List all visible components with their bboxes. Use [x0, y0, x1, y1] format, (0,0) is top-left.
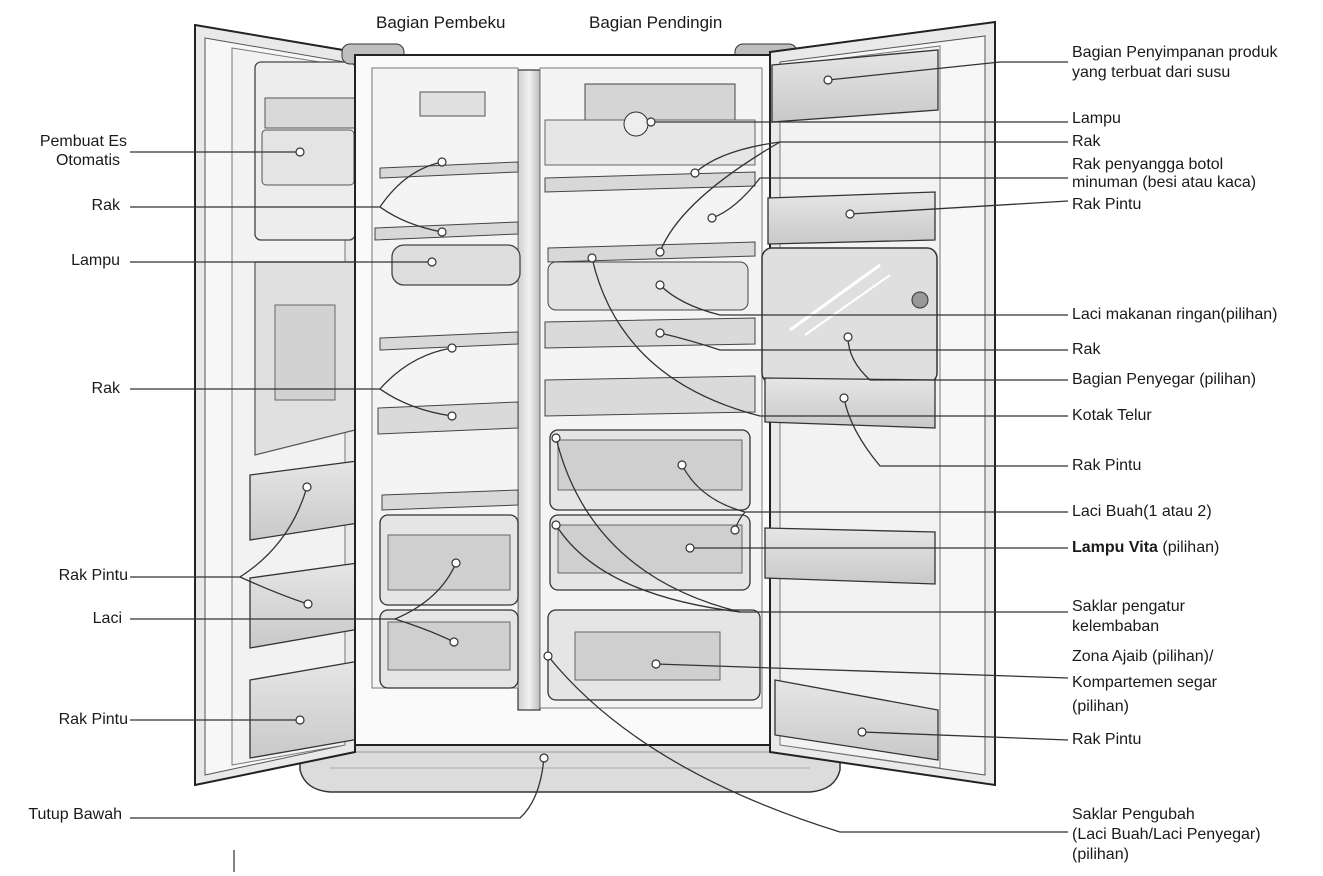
label-switch-1: Saklar Pengubah: [1072, 806, 1195, 824]
freezer-door: [195, 25, 365, 785]
label-vita-lamp-bold: Lampu Vita: [1072, 539, 1158, 556]
label-lamp-left: Lampu: [71, 252, 120, 270]
freezer-section-label: Bagian Pembeku: [376, 14, 505, 32]
label-shelf-right-2: Rak: [1072, 341, 1100, 359]
label-fresh-zone: Bagian Penyegar (pilihan): [1072, 371, 1256, 389]
label-lamp-right: Lampu: [1072, 110, 1121, 128]
label-bottle-1: Rak penyangga botol: [1072, 156, 1223, 174]
cabinet: [342, 44, 797, 745]
label-magic-zone-2: Kompartemen segar: [1072, 674, 1217, 692]
bottom-cover: [300, 740, 840, 792]
fridge-door: [762, 22, 995, 785]
label-ice-maker-2: Otomatis: [56, 152, 120, 170]
label-vita-lamp-option: (pilihan): [1158, 539, 1219, 556]
label-magic-zone-1: Zona Ajaib (pilihan)/: [1072, 648, 1213, 666]
label-dairy-2: yang terbuat dari susu: [1072, 64, 1230, 82]
label-egg-box: Kotak Telur: [1072, 407, 1152, 425]
label-vita-lamp: Lampu Vita (pilihan): [1072, 539, 1219, 557]
label-door-bin-right-1: Rak Pintu: [1072, 196, 1141, 214]
label-magic-zone-3: (pilihan): [1072, 698, 1129, 716]
label-shelf-top: Rak: [92, 197, 120, 215]
label-bottom-cover: Tutup Bawah: [28, 806, 122, 824]
label-drawer: Laci: [93, 610, 122, 628]
label-shelf-mid: Rak: [92, 380, 120, 398]
label-humidity-1: Saklar pengatur: [1072, 598, 1185, 616]
label-door-bin-left-1: Rak Pintu: [59, 567, 128, 585]
label-door-bin-left-2: Rak Pintu: [59, 711, 128, 729]
label-snack-drawer: Laci makanan ringan(pilihan): [1072, 306, 1277, 324]
label-shelf-right-1: Rak: [1072, 133, 1100, 151]
label-bottle-2: minuman (besi atau kaca): [1072, 174, 1256, 192]
label-dairy-1: Bagian Penyimpanan produk: [1072, 44, 1277, 62]
label-switch-2: (Laci Buah/Laci Penyegar): [1072, 826, 1261, 844]
label-door-bin-right-2: Rak Pintu: [1072, 457, 1141, 475]
label-ice-maker-1: Pembuat Es: [40, 133, 127, 151]
label-switch-3: (pilihan): [1072, 846, 1129, 864]
label-fruit-drawer: Laci Buah(1 atau 2): [1072, 503, 1212, 521]
label-door-bin-right-3: Rak Pintu: [1072, 731, 1141, 749]
fridge-section-label: Bagian Pendingin: [589, 14, 722, 32]
label-humidity-2: kelembaban: [1072, 618, 1159, 636]
